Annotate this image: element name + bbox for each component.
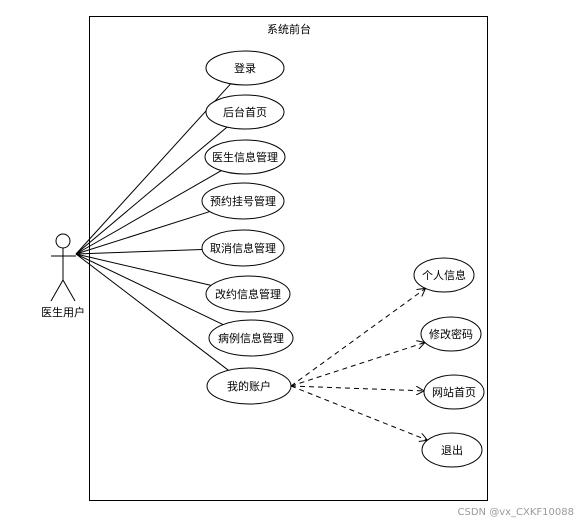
watermark: CSDN @vx_CXKF10088 <box>458 507 574 518</box>
actor-doctor-user: 医生用户 <box>41 233 85 319</box>
use-case-label: 医生信息管理 <box>212 150 278 164</box>
use-case-reschedule-info[interactable]: 改约信息管理 <box>205 275 291 313</box>
use-case-label: 登录 <box>234 61 256 75</box>
actor-head <box>55 233 71 249</box>
dependency-arrows <box>290 288 427 440</box>
use-case-cancel-info[interactable]: 取消信息管理 <box>201 229 285 267</box>
association-line-reschedule-info <box>75 253 212 286</box>
use-case-login[interactable]: 登录 <box>205 50 285 86</box>
system-boundary <box>89 16 488 501</box>
association-line-doctor-info <box>75 170 222 255</box>
actor-name: 医生用户 <box>41 305 85 319</box>
sub-case-site-home[interactable]: 网站首页 <box>423 374 485 410</box>
association-line-cancel-info <box>75 248 203 255</box>
association-line-login <box>75 83 232 255</box>
sub-case-label: 个人信息 <box>422 268 466 282</box>
association-line-booking <box>75 211 210 255</box>
dependency-arrow-personal-info <box>290 288 426 387</box>
sub-case-label: 网站首页 <box>432 385 476 399</box>
actor-left-leg <box>50 279 64 302</box>
use-case-label: 改约信息管理 <box>215 287 281 301</box>
use-case-doctor-info[interactable]: 医生信息管理 <box>204 139 286 175</box>
dependency-arrow-change-password <box>290 342 425 387</box>
actor-right-leg <box>62 279 76 302</box>
system-title: 系统前台 <box>267 22 311 36</box>
association-line-home <box>75 126 228 255</box>
use-case-booking[interactable]: 预约挂号管理 <box>201 182 285 220</box>
sub-case-change-password[interactable]: 修改密码 <box>420 316 482 352</box>
sub-case-label: 退出 <box>441 443 463 457</box>
use-case-home[interactable]: 后台首页 <box>205 94 285 130</box>
association-line-my-account <box>75 253 229 371</box>
sub-case-logout[interactable]: 退出 <box>421 432 483 468</box>
dependency-arrow-site-home <box>290 385 424 391</box>
use-case-label: 我的账户 <box>227 379 271 393</box>
use-case-case-info[interactable]: 病例信息管理 <box>208 319 294 357</box>
use-case-label: 后台首页 <box>223 105 267 119</box>
use-case-label: 预约挂号管理 <box>210 194 276 208</box>
use-case-label: 取消信息管理 <box>210 241 276 255</box>
sub-case-personal-info[interactable]: 个人信息 <box>413 257 475 293</box>
use-case-my-account[interactable]: 我的账户 <box>206 367 292 405</box>
association-line-case-info <box>75 253 224 326</box>
use-case-label: 病例信息管理 <box>218 331 284 345</box>
sub-case-label: 修改密码 <box>429 327 473 341</box>
association-lines <box>75 83 232 371</box>
dependency-arrow-logout <box>290 385 427 440</box>
